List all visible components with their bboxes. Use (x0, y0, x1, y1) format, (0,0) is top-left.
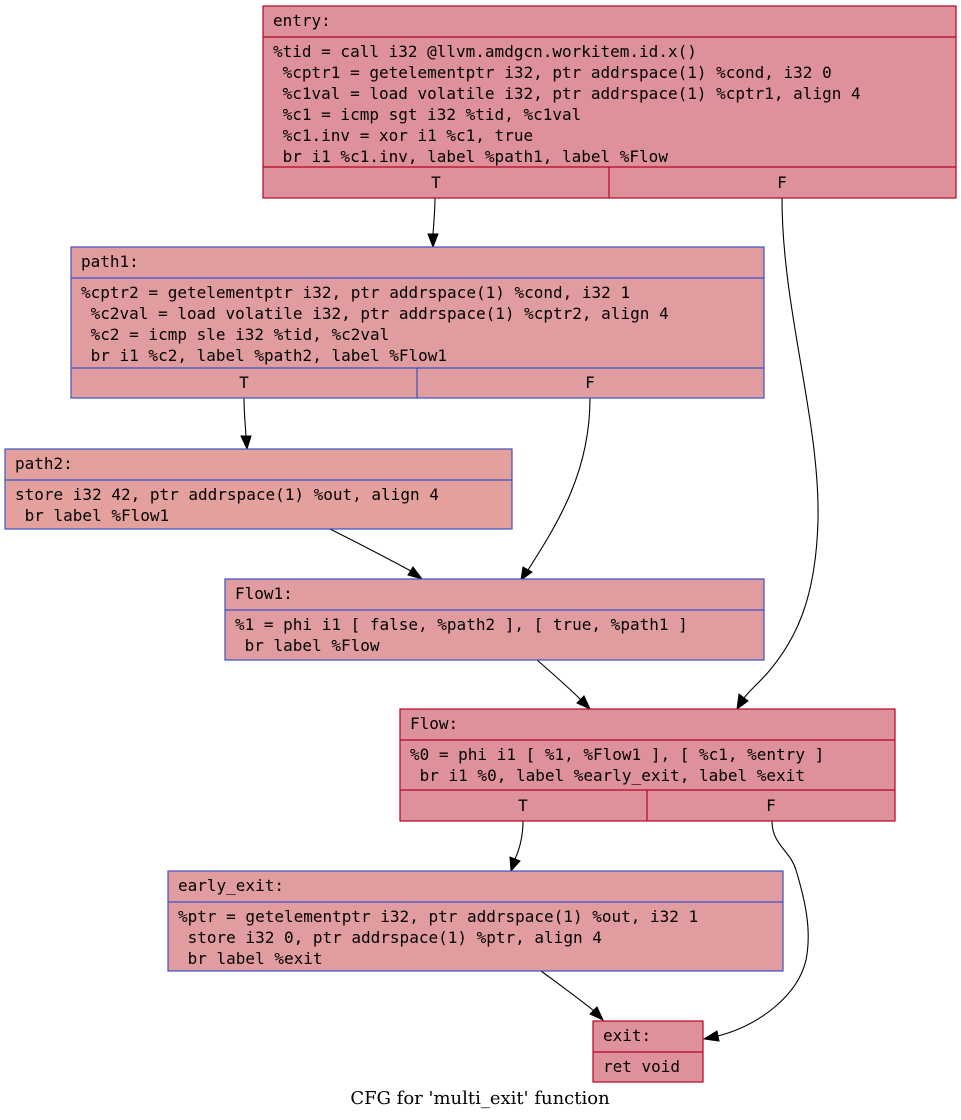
instruction-line: %c1.inv = xor i1 %c1, true (273, 126, 533, 145)
arrowhead-icon (240, 435, 252, 451)
arrowhead-icon (702, 1030, 720, 1042)
arrowhead-icon (576, 695, 592, 711)
arrowhead-icon (427, 233, 439, 249)
instruction-line: br i1 %c1.inv, label %path1, label %Flow (273, 147, 668, 166)
instruction-line: %c2 = icmp sle i32 %tid, %c2val (81, 325, 389, 344)
instruction-line: %tid = call i32 @llvm.amdgcn.workitem.id… (273, 42, 697, 61)
diagram-caption: CFG for 'multi_exit' function (350, 1088, 610, 1109)
instruction-line: br i1 %c2, label %path2, label %Flow1 (81, 346, 447, 365)
block-title: Flow1: (235, 584, 293, 603)
edge-entry-to-flow (743, 197, 819, 699)
node-path2[interactable]: path2: store i32 42, ptr addrspace(1) %o… (4, 448, 513, 530)
arrowhead-icon (509, 856, 521, 873)
node-early-exit[interactable]: early_exit: %ptr = getelementptr i32, pt… (167, 870, 784, 972)
branch-false-label[interactable]: F (766, 796, 776, 815)
instruction-line: %0 = phi i1 [ %1, %Flow1 ], [ %c1, %entr… (410, 745, 824, 764)
instruction-line: %c2val = load volatile i32, ptr addrspac… (81, 304, 669, 323)
edge-entry-to-path1 (432, 197, 436, 235)
instruction-line: %cptr1 = getelementptr i32, ptr addrspac… (273, 63, 832, 82)
node-path1[interactable]: path1: %cptr2 = getelementptr i32, ptr a… (70, 246, 765, 399)
instruction-line: %c1 = icmp sgt i32 %tid, %c1val (273, 105, 581, 124)
instruction-line: store i32 0, ptr addrspace(1) %ptr, alig… (178, 928, 602, 947)
edge-flow-to-exit (717, 820, 809, 1037)
instruction-line: br label %Flow (235, 636, 380, 655)
node-flow[interactable]: Flow: %0 = phi i1 [ %1, %Flow1 ], [ %c1,… (399, 708, 896, 822)
arrowhead-icon (589, 1006, 605, 1022)
instruction-line: store i32 42, ptr addrspace(1) %out, ali… (15, 485, 439, 504)
arrowhead-icon (407, 566, 424, 580)
edge-flow-to-early-exit (514, 820, 524, 860)
instruction-line: br label %exit (178, 949, 323, 968)
block-title: Flow: (410, 714, 458, 733)
branch-true-label[interactable]: T (239, 373, 249, 392)
node-box (224, 578, 765, 661)
node-flow1[interactable]: Flow1: %1 = phi i1 [ false, %path2 ], [ … (224, 578, 765, 661)
block-title: exit: (603, 1026, 651, 1045)
branch-true-label[interactable]: T (431, 173, 441, 192)
node-box (167, 870, 784, 972)
edge-flow1-to-flow (536, 659, 582, 701)
arrowhead-icon (736, 693, 749, 711)
instruction-line: br i1 %0, label %early_exit, label %exit (410, 766, 805, 785)
branch-false-label[interactable]: F (585, 373, 595, 392)
branch-false-label[interactable]: F (777, 173, 787, 192)
arrowhead-icon (520, 566, 533, 582)
edge-early-exit-to-exit (540, 970, 595, 1012)
node-box (4, 448, 513, 530)
block-title: path2: (15, 454, 73, 473)
instruction-line: %ptr = getelementptr i32, ptr addrspace(… (178, 907, 698, 926)
edges (240, 197, 819, 1042)
edge-path1-to-flow1 (527, 397, 591, 571)
block-title: path1: (81, 252, 139, 271)
edge-path1-to-path2 (243, 397, 247, 437)
instruction-line: br label %Flow1 (15, 506, 169, 525)
node-exit[interactable]: exit: ret void (592, 1020, 704, 1083)
instruction-line: %c1val = load volatile i32, ptr addrspac… (273, 84, 861, 103)
instruction-line: %1 = phi i1 [ false, %path2 ], [ true, %… (235, 615, 688, 634)
node-entry[interactable]: entry: %tid = call i32 @llvm.amdgcn.work… (262, 5, 957, 199)
node-box (262, 5, 957, 199)
branch-true-label[interactable]: T (518, 796, 528, 815)
block-title: early_exit: (178, 876, 284, 895)
edge-path2-to-flow1 (329, 528, 412, 572)
block-title: entry: (273, 11, 331, 30)
instruction-line: %cptr2 = getelementptr i32, ptr addrspac… (81, 283, 630, 302)
instruction-line: ret void (603, 1057, 680, 1076)
